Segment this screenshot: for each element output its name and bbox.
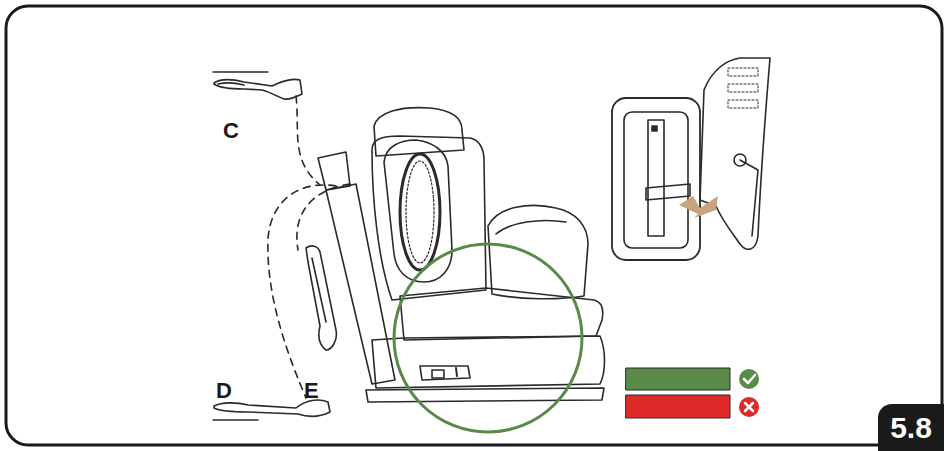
figure-number: 5.8 bbox=[890, 413, 932, 443]
part-letter: D bbox=[216, 380, 232, 402]
part-letter: C bbox=[223, 120, 239, 142]
part-letter: E bbox=[304, 380, 319, 402]
figure-number-tab: 5.8 bbox=[878, 404, 944, 451]
